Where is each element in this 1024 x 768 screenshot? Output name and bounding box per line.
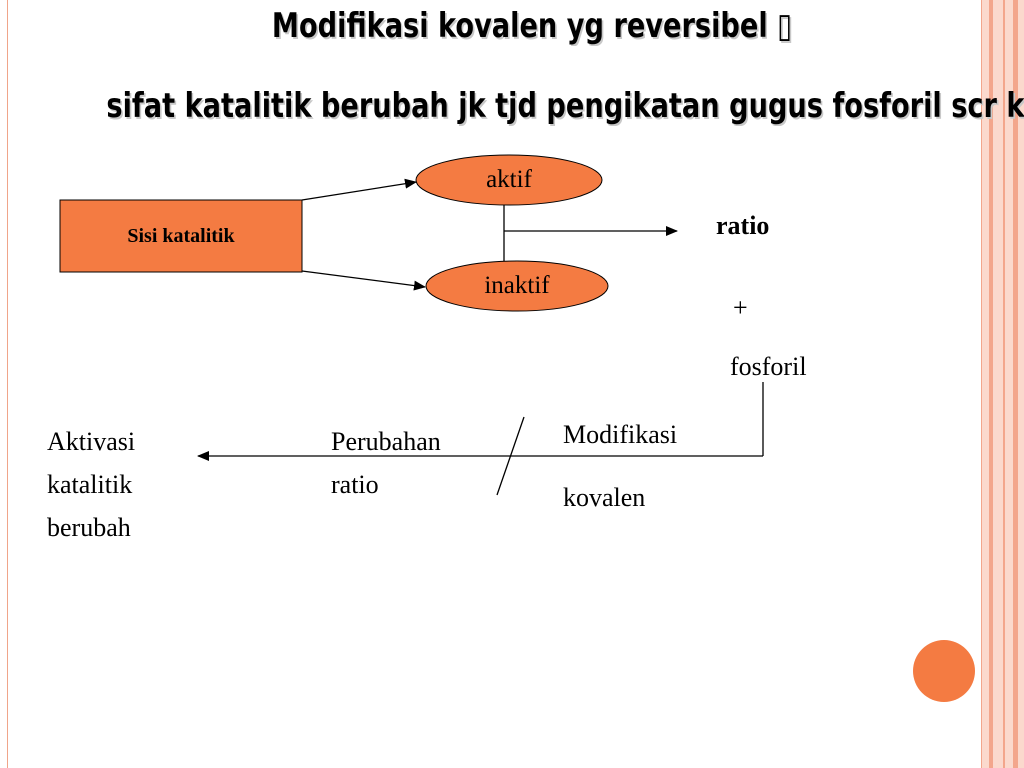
active-label: aktif <box>486 166 532 193</box>
ratio-change-label-line2: ratio <box>331 470 379 499</box>
fosforil-label: fosforil <box>730 352 807 381</box>
ratio-change-label-line1: Perubahan <box>331 427 441 456</box>
ratio-label: ratio <box>716 211 770 240</box>
arrow-to-inactive <box>301 270 426 291</box>
arrow-to-active <box>301 178 417 201</box>
plus-sign: + <box>733 293 748 322</box>
right-border-stripe <box>989 0 993 768</box>
right-border-stripe <box>1003 0 1005 768</box>
right-border-stripe <box>1013 0 1018 768</box>
right-border-stripe <box>981 0 982 768</box>
source-box <box>59 199 303 273</box>
inactive-ellipse <box>425 260 609 312</box>
inactive-label: inaktif <box>484 272 550 299</box>
title-text: Modifikasi kovalen yg reversibel <box>271 6 778 46</box>
modification-label-line1: Modifikasi <box>563 420 678 449</box>
outcome-label-line3: berubah <box>47 513 131 542</box>
decorative-dot <box>913 640 975 702</box>
source-box-label: Sisi katalitik <box>127 224 235 247</box>
slide-title-line2: sifat katalitik berubah jk tjd pengikata… <box>106 86 1024 126</box>
modification-label-line2: kovalen <box>563 483 646 512</box>
slide-title-line1: Modifikasi kovalen yg reversibel ▯ <box>106 6 957 46</box>
title-symbol: ▯ <box>777 6 793 46</box>
reversible-slash <box>496 416 525 496</box>
left-border-line <box>7 0 8 768</box>
outcome-label-line2: katalitik <box>47 470 133 499</box>
outcome-label-line1: Aktivasi <box>47 427 136 456</box>
